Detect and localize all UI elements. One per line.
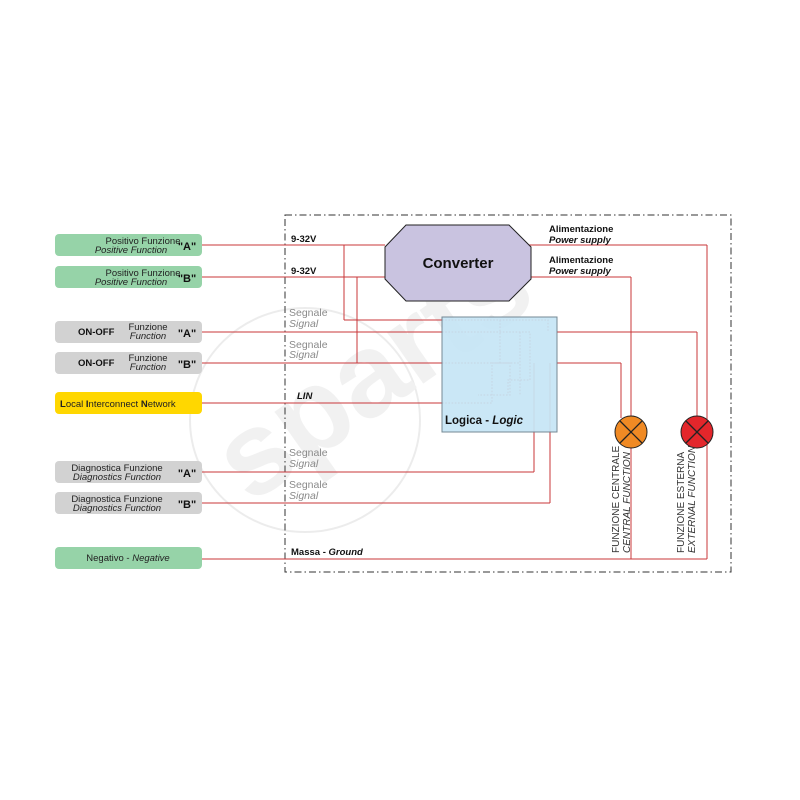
input-label: ON-OFF [78, 358, 115, 369]
input-label: Positivo Funzione [106, 236, 181, 247]
signal-label-2-it: Segnale [289, 339, 328, 351]
input-sublabel: Positive Function [95, 277, 167, 288]
input-diagnostics-function-a: Diagnostica Funzione Diagnostics Functio… [55, 461, 202, 483]
central-function-en: CENTRAL FUNCTION [622, 451, 633, 553]
ground-label: Massa - Ground [291, 547, 363, 558]
input-label: Diagnostica Funzione [71, 463, 162, 474]
power-supply-label-2-it: Alimentazione [549, 255, 613, 266]
negative-label: Negativo - Negative [86, 553, 169, 564]
input-positive-function-b: Positivo Funzione Positive Function "B" [55, 266, 202, 288]
input-label: ON-OFF [78, 327, 115, 338]
power-supply-label-1-en: Power supply [549, 235, 611, 246]
signal-label-4-it: Segnale [289, 479, 328, 491]
input-midlabel: Funzione [128, 322, 167, 333]
input-sublabel: Function [130, 362, 166, 373]
lin-network-label: Local Interconnect Network [60, 399, 176, 410]
signal-label-1-en: Signal [289, 318, 319, 330]
external-function-lamp [680, 415, 714, 449]
converter-block: Converter [384, 224, 532, 302]
signal-label-1-it: Segnale [289, 307, 328, 319]
input-letter: "B" [178, 499, 196, 511]
logic-label: Logica - Logic [445, 415, 524, 427]
central-function-label: FUNZIONE CENTRALE CENTRAL FUNCTION [611, 445, 633, 553]
lin-wire-label: LIN [297, 391, 313, 402]
input-on-off-function-b: ON-OFF Funzione Function "B" [55, 352, 202, 374]
input-positive-function-a: Positivo Funzione Positive Function "A" [55, 234, 202, 256]
input-on-off-function-a: ON-OFF Funzione Function "A" [55, 321, 202, 343]
voltage-label-b: 9-32V [291, 266, 317, 277]
input-sublabel: Function [130, 331, 166, 342]
signal-label-2-en: Signal [289, 349, 319, 361]
input-midlabel: Funzione [128, 353, 167, 364]
converter-label: Converter [423, 255, 494, 272]
power-supply-label-1-it: Alimentazione [549, 224, 613, 235]
logic-block: Logica - Logic [441, 316, 558, 433]
input-letter: "A" [178, 468, 196, 480]
central-function-lamp [614, 332, 698, 449]
external-function-label: FUNZIONE ESTERNA EXTERNAL FUNCTION [676, 445, 698, 553]
external-function-en: EXTERNAL FUNCTION [687, 445, 698, 553]
input-letter: "B" [178, 273, 196, 285]
input-local-interconnect-network: Local Interconnect Network [55, 392, 202, 414]
input-diagnostics-function-b: Diagnostica Funzione Diagnostics Functio… [55, 492, 202, 514]
signal-label-3-en: Signal [289, 458, 319, 470]
input-sublabel: Diagnostics Function [73, 472, 161, 483]
input-label: Positivo Funzione [106, 268, 181, 279]
signal-label-4-en: Signal [289, 490, 319, 502]
power-supply-label-2-en: Power supply [549, 266, 611, 277]
input-sublabel: Positive Function [95, 245, 167, 256]
external-function-it: FUNZIONE ESTERNA [676, 452, 687, 553]
voltage-label-a: 9-32V [291, 234, 317, 245]
central-function-it: FUNZIONE CENTRALE [611, 445, 622, 553]
input-letter: "B" [178, 359, 196, 371]
control-unit-enclosure [284, 214, 732, 573]
input-label: Diagnostica Funzione [71, 494, 162, 505]
input-letter: "A" [178, 241, 196, 253]
input-sublabel: Diagnostics Function [73, 503, 161, 514]
input-negative: Negativo - Negative [55, 547, 202, 569]
input-letter: "A" [178, 328, 196, 340]
signal-label-3-it: Segnale [289, 447, 328, 459]
